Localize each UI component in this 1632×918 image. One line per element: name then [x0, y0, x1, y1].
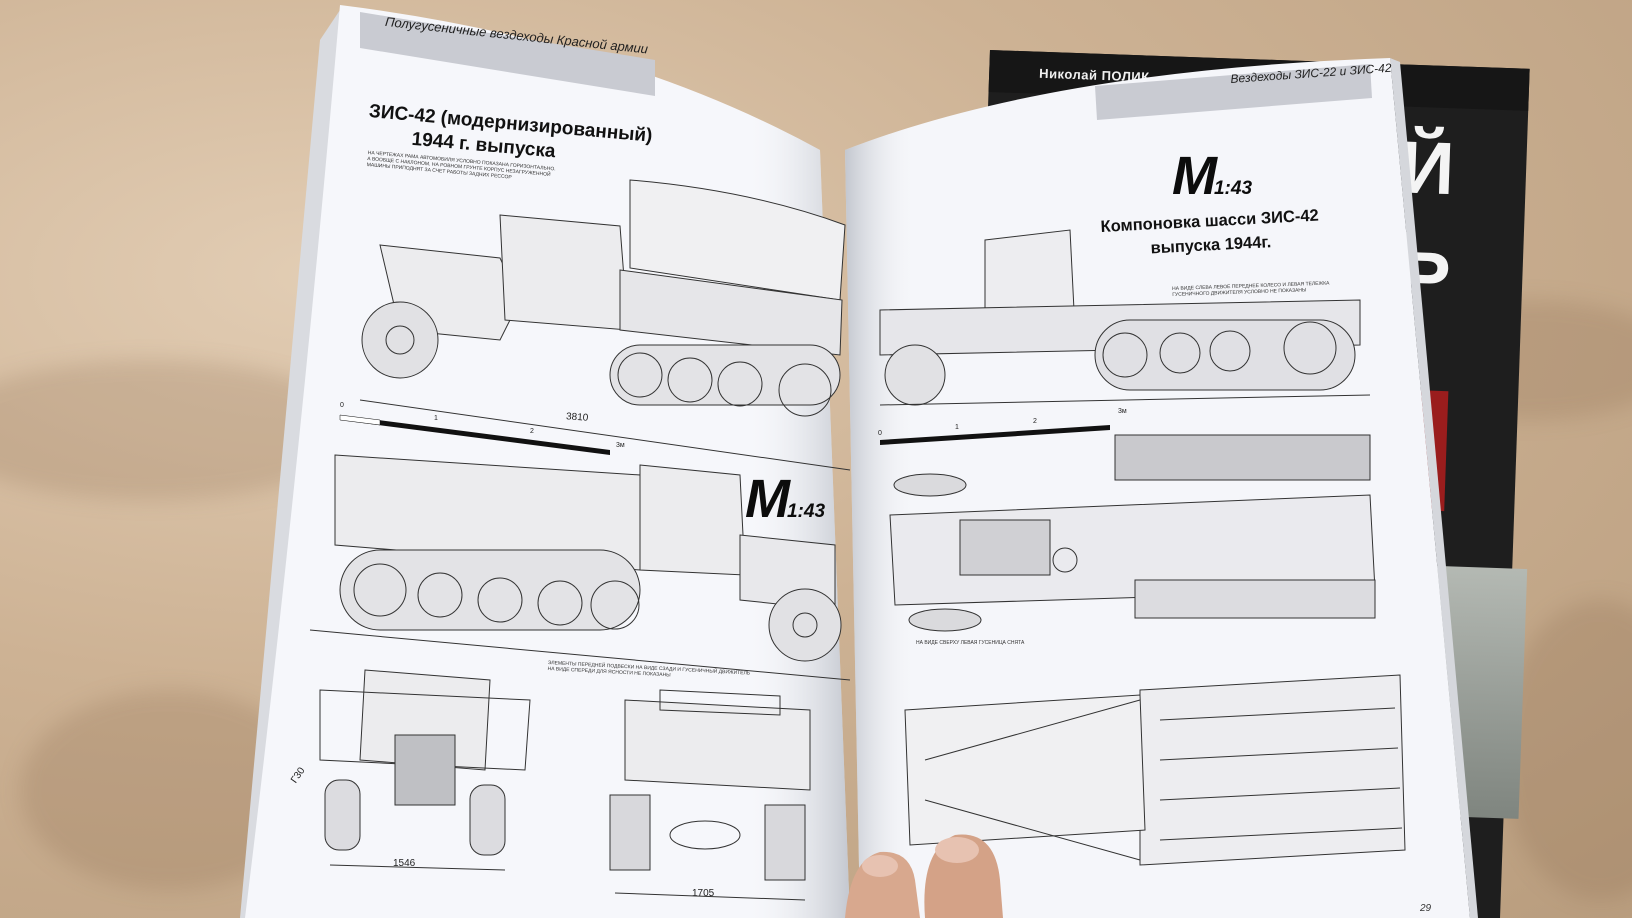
dim-track-front: 1546	[393, 858, 416, 869]
right-header-bar	[1095, 64, 1372, 120]
left-scale-tick: 1	[434, 415, 438, 422]
publisher-logo-right: M1:43	[1172, 146, 1253, 206]
right-scale-tick: 2	[1033, 418, 1037, 425]
chassis-top-view	[889, 434, 1376, 632]
halftrack-side-view	[359, 179, 851, 471]
scale-bar-right	[880, 425, 1110, 445]
right-scale-tick: 1	[955, 424, 959, 431]
left-scale-unit: 3м	[616, 442, 625, 449]
halftrack-rear-view	[609, 689, 811, 901]
left-header-bar	[360, 12, 655, 96]
chassis-side-view	[879, 229, 1371, 406]
dim-track-rear: 1705	[692, 888, 715, 899]
left-scale-tick: 0	[340, 402, 344, 409]
left-scale-tick: 2	[530, 428, 534, 435]
scale-bar-left	[339, 414, 610, 455]
chassis-bottom-view	[904, 674, 1406, 866]
page-number: 29	[1420, 903, 1432, 914]
right-scale-unit: 3м	[1118, 408, 1127, 415]
halftrack-side-view-right	[309, 454, 851, 681]
publisher-logo-left: M1:43	[745, 469, 826, 529]
right-scale-tick: 0	[878, 430, 882, 437]
right-note-top-view: НА ВИДЕ СВЕРХУ ЛЕВАЯ ГУСЕНИЦА СНЯТА	[916, 640, 1025, 646]
halftrack-front-view	[319, 669, 531, 871]
